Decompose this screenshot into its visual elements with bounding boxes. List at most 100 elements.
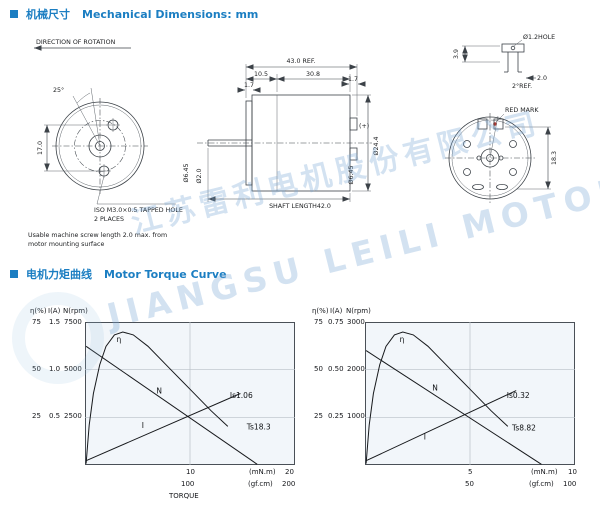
x-tick: 5 [468, 468, 473, 476]
x-unit: (mN.m) [531, 468, 558, 476]
bolt-circle [74, 120, 126, 172]
y-tick: 1000 [347, 412, 365, 420]
red-mark-label: RED MARK [505, 107, 539, 114]
y-tick: 5000 [64, 365, 82, 373]
curve-N [365, 350, 542, 465]
dimension-20: 2.0 [526, 75, 547, 82]
y-tick: 75 [32, 318, 41, 326]
y-tick: 3000 [347, 318, 365, 326]
dim-17-rear-label: 1.7 [348, 76, 358, 83]
mech-title-en: Mechanical Dimensions: mm [82, 7, 259, 21]
front-view: DIRECTION OF ROTATION 25° [28, 39, 183, 248]
curve-label: η [117, 335, 122, 344]
tapped-hole-note-line1: ISO M3.0×0.5 TAPPED HOLE [94, 207, 183, 214]
dimension-dia-244: Ø24.4 [352, 94, 380, 192]
dim-20-label: 2.0 [537, 75, 547, 82]
y-tick: 75 [314, 318, 323, 326]
section-header-mechanical: 机械尺寸 Mechanical Dimensions: mm [10, 6, 258, 22]
y-header-speed: N(rpm) [63, 307, 88, 315]
shaft [207, 139, 252, 147]
x-tick: 10 [568, 468, 577, 476]
side-view: (+) 43.0 REF. 10.5 30.8 1.7 [182, 58, 380, 210]
y-tick: 7500 [64, 318, 82, 326]
y-header-current: I(A) [330, 307, 343, 315]
mech-title-cn: 机械尺寸 [26, 8, 70, 21]
x-unit: (mN.m) [249, 468, 276, 476]
curve-eta [85, 331, 229, 464]
mounting-note-line1: Usable machine screw length 2.0 max. fro… [28, 232, 167, 239]
dim-dia12-hole-label: Ø1.2HOLE [523, 33, 555, 41]
tapped-holes [97, 118, 120, 178]
torque-title-cn: 电机力矩曲线 [26, 268, 92, 281]
dim-183-label: 18.3 [551, 151, 558, 165]
torque-curve-chart-right: η(%) I(A) N(rpm) 75 0.75 3000 50 0.50 20… [310, 300, 592, 510]
dimension-17-front: 1.7 [237, 82, 261, 93]
y-tick: 1.0 [49, 365, 61, 373]
y-header-current: I(A) [48, 307, 61, 315]
curve-label: Ts8.82 [511, 424, 536, 433]
curve-label: Is0.32 [507, 391, 530, 400]
dim-39-label: 3.9 [453, 49, 460, 59]
dim-105-label: 10.5 [254, 71, 268, 78]
y-tick: 2000 [347, 365, 365, 373]
y-header-speed: N(rpm) [346, 307, 371, 315]
x-tick: 20 [285, 468, 294, 476]
terminal-detail: Ø1.2HOLE [501, 33, 555, 73]
terminals: (+) [349, 117, 369, 161]
torque-curve-chart-left: η(%) I(A) N(rpm) 75 1.5 7500 50 1.0 5000… [28, 300, 310, 510]
dim-17-label: 17.0 [37, 141, 44, 155]
curve-label: N [432, 384, 438, 393]
mounting-note-line2: motor mounting surface [28, 241, 104, 248]
x-unit: (gf.cm) [248, 480, 273, 488]
y-tick: 2500 [64, 412, 82, 420]
dimension-183: 18.3 [505, 126, 558, 190]
y-tick: 25 [314, 412, 323, 420]
dim-dia-20-label: Ø2.0 [195, 169, 203, 184]
y-header-eta: η(%) [30, 307, 47, 315]
curve-I [365, 390, 517, 462]
x-tick: 100 [563, 480, 577, 488]
curve-label: Is1.06 [230, 391, 253, 400]
curve-label: I [424, 432, 426, 441]
curve-N [85, 345, 258, 465]
ref-2deg-label: 2°REF. [512, 82, 532, 90]
dim-dia-645-front-label: Ø6.45 [182, 164, 190, 183]
dimension-105-308: 10.5 30.8 [246, 71, 351, 92]
y-tick: 50 [32, 365, 41, 373]
rear-view: Ø1.2HOLE 3.9 2.0 2°REF. RED MARK [445, 33, 558, 203]
dimension-17: 17.0 [37, 124, 107, 172]
y-header-eta: η(%) [312, 307, 329, 315]
curve-label: N [156, 387, 162, 396]
section-header-torque: 电机力矩曲线 Motor Torque Curve [10, 266, 227, 282]
y-tick: 1.5 [49, 318, 61, 326]
section-bullet-icon [10, 10, 18, 18]
y-tick: 0.25 [328, 412, 344, 420]
angle-dimension-25deg: 25° [53, 86, 101, 147]
red-mark: RED MARK [493, 107, 539, 126]
x-unit: (gf.cm) [529, 480, 554, 488]
x-tick: 10 [186, 468, 195, 476]
dimension-43: 43.0 REF. [245, 58, 358, 116]
curve-label: Ts18.3 [246, 422, 271, 431]
dim-43-label: 43.0 REF. [287, 58, 316, 65]
dim-308-label: 30.8 [306, 71, 320, 78]
x-tick: 50 [465, 480, 474, 488]
shaft-length-label: SHAFT LENGTH42.0 [269, 203, 331, 210]
dim-17-front-label: 1.7 [244, 82, 254, 89]
curve-I [85, 393, 241, 462]
y-tick: 0.75 [328, 318, 344, 326]
mechanical-drawings: DIRECTION OF ROTATION 25° [28, 33, 558, 248]
tapped-hole-note: ISO M3.0×0.5 TAPPED HOLE 2 PLACES [94, 175, 183, 223]
section-bullet-icon [10, 270, 18, 278]
tapped-hole-note-line2: 2 PLACES [94, 216, 124, 223]
dim-dia-645-rear-label: Ø6.45 [347, 166, 355, 185]
y-tick: 50 [314, 365, 323, 373]
curve-label: η [400, 335, 405, 344]
shaft-length-dimension: SHAFT LENGTH42.0 [207, 148, 351, 210]
y-tick: 0.50 [328, 365, 344, 373]
dim-25deg-label: 25° [53, 86, 64, 94]
y-tick: 25 [32, 412, 41, 420]
